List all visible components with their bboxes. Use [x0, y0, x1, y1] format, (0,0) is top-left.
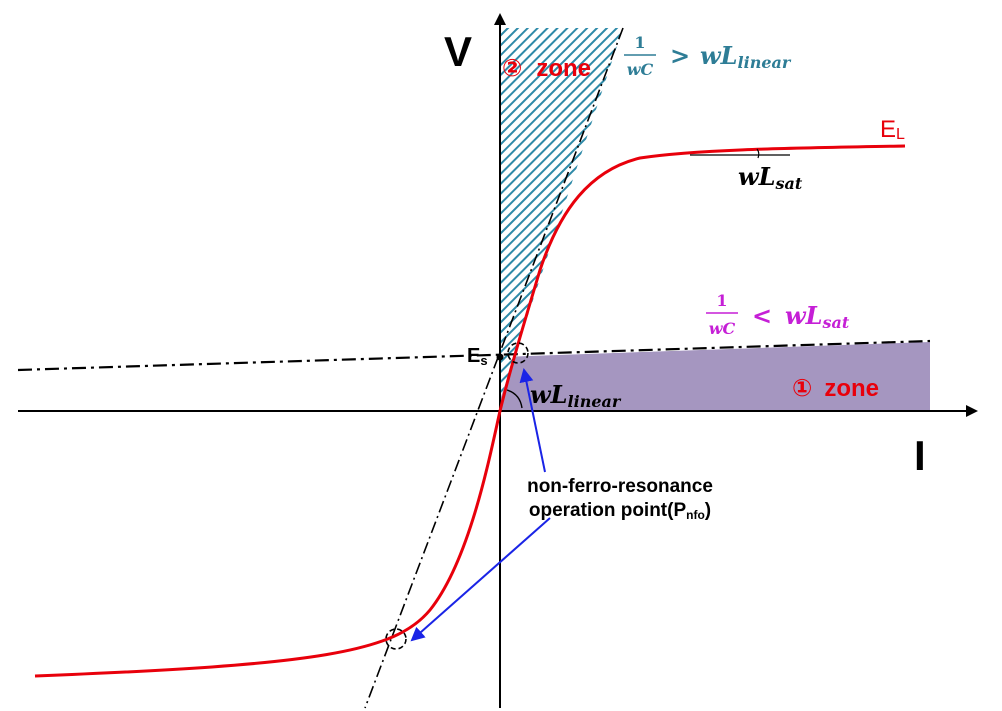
zone1-fraction-denominator: wC [709, 319, 736, 338]
zone1-fraction-numerator: 1 [716, 291, 727, 310]
operating-point-lower [385, 628, 407, 650]
linear-angle-arc [506, 389, 523, 409]
zone1-region [500, 342, 930, 411]
zone1-operator: < [752, 301, 772, 330]
zone2-region [500, 28, 623, 400]
wl-linear-label: wLlinear [530, 380, 622, 411]
sat-slope-arc [756, 148, 760, 159]
zone2-operator: > [670, 41, 690, 70]
es-label: Es [467, 345, 488, 368]
operating-point-upper [507, 342, 529, 364]
wl-sat-label: wLsat [738, 162, 803, 193]
zone2-fraction-denominator: wC [627, 60, 654, 79]
source-load-line [17, 339, 931, 372]
zone2-fraction-numerator: 1 [634, 33, 645, 52]
zone2-condition: 1 wC > wLlinear [624, 33, 792, 79]
i-axis-label: I [914, 432, 926, 479]
source-point [496, 353, 504, 361]
annotation-line2: operation point(Pnfo) [529, 500, 711, 522]
v-axis-label: V [444, 28, 472, 75]
el-curve [34, 144, 906, 678]
zone1-condition: 1 wC < wLsat [706, 291, 850, 338]
el-label: EL [880, 116, 905, 143]
arrow-to-lower-point [410, 517, 551, 642]
capacitive-line [364, 27, 624, 709]
zone2-rhs: wLlinear [700, 41, 792, 72]
zone1-rhs: wLsat [785, 301, 850, 332]
arrow-to-upper-point [519, 368, 546, 473]
annotation-line1: non-ferro-resonance [527, 476, 713, 497]
